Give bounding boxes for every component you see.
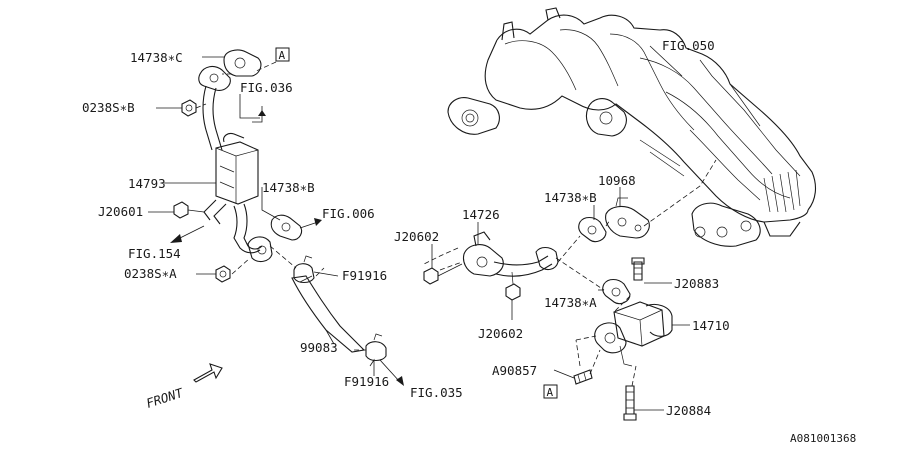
label-j20884: J20884 [666,403,711,418]
label-99083: 99083 [300,340,338,355]
callout-labels: 14738∗C 0238S∗B FIG.036 14793 14738∗B J2… [82,38,856,445]
ref-marker-top: A [275,47,290,62]
label-0238s-b: 0238S∗B [82,100,135,115]
label-14793: 14793 [128,176,166,191]
ref-marker-bottom: A [543,384,558,399]
front-indicator: FRONT [144,363,223,411]
label-14738b-left: 14738∗B [262,180,315,195]
label-j20602-bottom: J20602 [478,326,523,341]
gasket-14738a [602,278,631,305]
bolt-a90857 [573,369,593,385]
egr-cooler-14793 [215,132,259,205]
label-fig036: FIG.036 [240,80,293,95]
clamp-f91916-top [293,255,315,284]
intake-manifold [447,7,817,247]
label-f91916-bottom: F91916 [344,374,389,389]
label-14738a: 14738∗A [544,295,597,310]
alignment-lines [195,61,717,387]
label-14710: 14710 [692,318,730,333]
label-14738c: 14738∗C [130,50,183,65]
label-10968: 10968 [598,173,636,188]
bolt-j20601 [173,201,205,219]
ref-marker-top-label: A [279,49,286,62]
bolt-j20883 [631,257,645,281]
label-a90857: A90857 [492,363,537,378]
egr-valve-14710 [594,301,673,367]
gasket-14738c [223,49,262,77]
ref-marker-bottom-label: A [547,386,554,399]
bolt-j20602-left [423,263,463,285]
diagram-id: A081001368 [790,432,856,445]
bolt-j20602-bottom [505,271,521,301]
label-j20602-left: J20602 [394,229,439,244]
gasket-14738b-right [578,216,607,243]
label-14726: 14726 [462,207,500,222]
egr-pipe-assembly-left [173,49,303,283]
bolt-0238s-a [215,265,231,283]
label-14738b-right: 14738∗B [544,190,597,205]
bolt-j20884 [623,385,637,421]
label-fig006: FIG.006 [322,206,375,221]
front-label: FRONT [144,385,186,411]
gasket-14738b-left [270,214,303,241]
clamp-f91916-bottom [365,333,387,362]
label-j20601: J20601 [98,204,143,219]
leader-lines [148,45,690,411]
label-f91916-top: F91916 [342,268,387,283]
label-fig050: FIG.050 [662,38,715,53]
label-fig035: FIG.035 [410,385,463,400]
label-fig154: FIG.154 [128,246,181,261]
front-arrow-icon [193,363,223,383]
bolt-0238s-b [181,99,197,117]
bracket-10968 [605,197,650,239]
label-j20883: J20883 [674,276,719,291]
label-0238s-a: 0238S∗A [124,266,177,281]
